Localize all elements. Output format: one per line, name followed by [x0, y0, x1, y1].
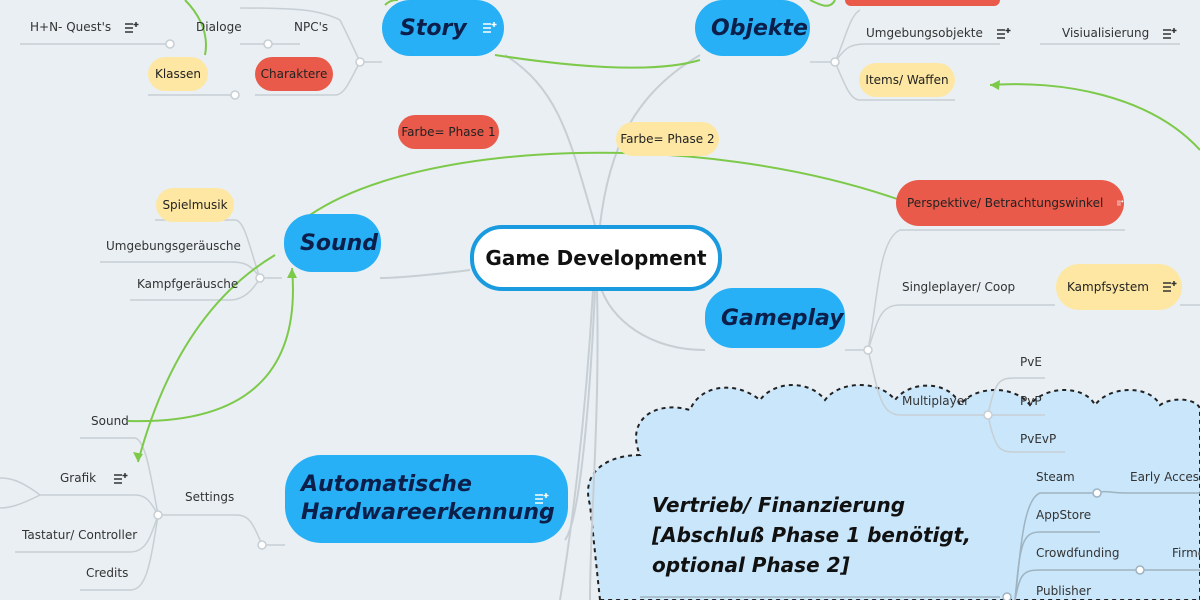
topic-hardware[interactable]: Automatische Hardwareerkennung — [285, 455, 568, 543]
note-icon — [124, 21, 139, 33]
node-perspektive-label: Perspektive/ Betrachtungswinkel — [907, 196, 1104, 210]
node-quests-label: H+N- Quest's — [30, 20, 112, 34]
node-kampfgeraeusche[interactable]: Kampfgeräusche — [137, 277, 239, 291]
topic-hardware-line1: Automatische — [301, 472, 472, 497]
note-icon — [1162, 281, 1177, 292]
relation-story-objekte — [494, 54, 701, 69]
legend-phase2[interactable]: Farbe= Phase 2 — [616, 122, 719, 156]
relation-perspektive-items — [989, 83, 1200, 151]
node-items[interactable]: Items/ Waffen — [859, 63, 955, 97]
note-icon — [113, 472, 128, 484]
topic-story-label: Story — [400, 15, 467, 41]
note-icon — [535, 493, 549, 504]
vertrieb-title-line3: optional Phase 2] — [652, 553, 850, 577]
node-umgebungsgeraeusche[interactable]: Umgebungsgeräusche — [106, 239, 241, 253]
node-firmen[interactable]: Firme — [1172, 546, 1200, 560]
topic-hardware-line2: Hardwareerkennung — [301, 500, 555, 525]
node-visualisierung[interactable]: Visiualisierung — [1062, 26, 1177, 40]
node-steam[interactable]: Steam — [1036, 470, 1075, 484]
topic-story[interactable]: Story — [382, 0, 504, 56]
topic-gameplay-label: Gameplay — [721, 305, 844, 331]
vertrieb-cloud[interactable] — [587, 384, 1200, 600]
central-topic[interactable]: Game Development — [470, 225, 722, 291]
note-icon — [482, 22, 497, 33]
vertrieb-title-line2: [Abschluß Phase 1 benötigt, — [652, 523, 971, 547]
node-spielmusik[interactable]: Spielmusik — [156, 188, 234, 222]
note-icon — [1117, 200, 1124, 206]
node-perspektive[interactable]: Perspektive/ Betrachtungswinkel — [896, 180, 1124, 226]
note-icon — [996, 27, 1011, 39]
node-singleplayer[interactable]: Singleplayer/ Coop — [902, 280, 1016, 294]
topic-gameplay[interactable]: Gameplay — [705, 288, 845, 348]
node-umgebungsobjekte-label: Umgebungsobjekte — [866, 26, 983, 40]
legend-phase1[interactable]: Farbe= Phase 1 — [398, 115, 499, 149]
node-grafik[interactable]: Grafik — [60, 471, 128, 485]
vertrieb-title-line1: Vertrieb/ Finanzierung — [652, 493, 906, 517]
node-grafik-label: Grafik — [60, 471, 97, 485]
vertrieb-title[interactable]: Vertrieb/ Finanzierung [Abschluß Phase 1… — [652, 490, 971, 580]
node-early-access[interactable]: Early Access — [1130, 470, 1200, 484]
node-klassen[interactable]: Klassen — [148, 57, 208, 91]
node-visualisierung-label: Visiualisierung — [1062, 26, 1150, 40]
node-multiplayer[interactable]: Multiplayer — [902, 394, 970, 408]
node-pvp[interactable]: PvP — [1020, 394, 1042, 408]
node-pve[interactable]: PvE — [1020, 355, 1042, 369]
note-icon — [1163, 27, 1177, 39]
node-umgebungsobjekte[interactable]: Umgebungsobjekte — [866, 26, 1011, 40]
node-objekte-top[interactable] — [845, 0, 1000, 6]
relation-hardware-sound — [127, 267, 294, 423]
node-settings[interactable]: Settings — [185, 490, 235, 504]
node-appstore[interactable]: AppStore — [1036, 508, 1092, 522]
node-kampfsystem-label: Kampfsystem — [1067, 280, 1149, 294]
topic-objekte-label: Objekte — [711, 15, 808, 41]
node-crowdfunding[interactable]: Crowdfunding — [1036, 546, 1120, 560]
node-charaktere[interactable]: Charaktere — [255, 57, 333, 91]
node-publisher[interactable]: Publisher — [1036, 584, 1092, 598]
node-kampfsystem[interactable]: Kampfsystem — [1056, 264, 1182, 310]
topic-objekte[interactable]: Objekte — [695, 0, 810, 56]
node-dialoge[interactable]: Dialoge — [196, 20, 242, 34]
topic-sound-label: Sound — [300, 230, 379, 256]
node-npcs[interactable]: NPC's — [294, 20, 329, 34]
node-pvevp[interactable]: PvEvP — [1020, 432, 1057, 446]
topic-sound[interactable]: Sound — [284, 214, 381, 272]
node-credits[interactable]: Credits — [86, 566, 129, 580]
node-hw-sound[interactable]: Sound — [91, 414, 129, 428]
node-tastatur[interactable]: Tastatur/ Controller — [22, 528, 138, 542]
relation-sound-perspektive — [309, 151, 901, 216]
node-quests[interactable]: H+N- Quest's — [30, 20, 139, 34]
relation-sound-grafik — [137, 254, 276, 463]
